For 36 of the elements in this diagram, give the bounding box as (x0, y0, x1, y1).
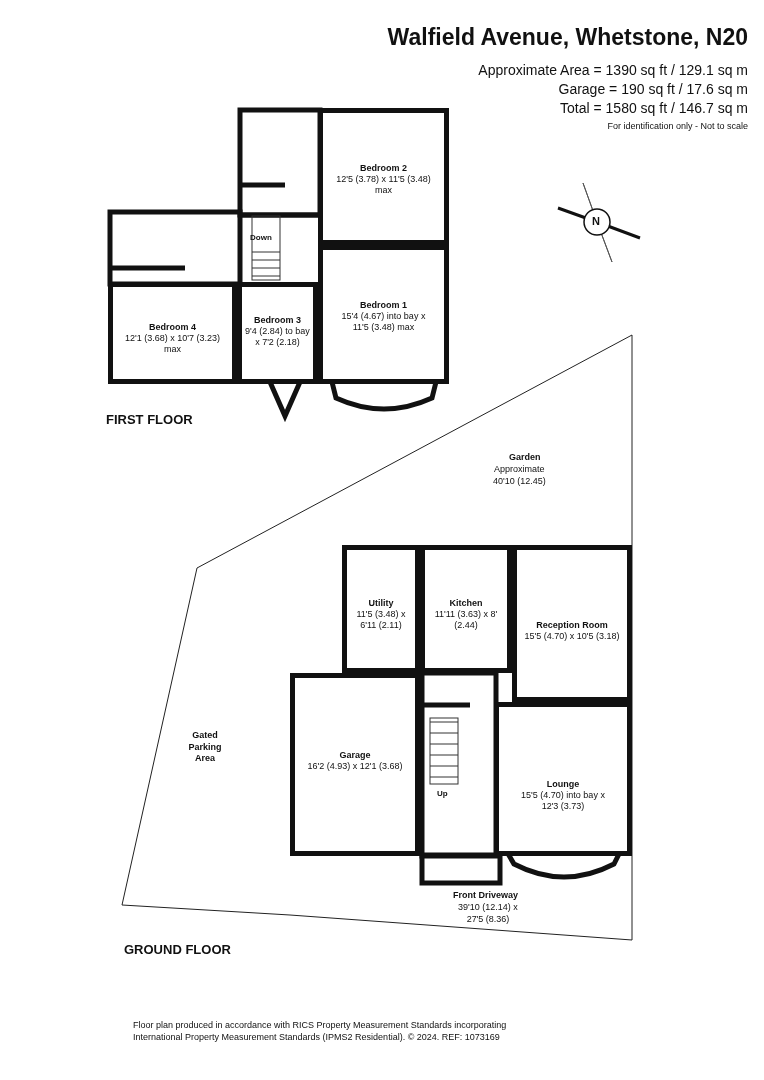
room-name: Bedroom 3 (254, 315, 301, 326)
stair-label: Up (437, 789, 448, 798)
area-note: Approximate (494, 464, 545, 474)
stair-label: Down (250, 233, 272, 242)
room-dimensions: 11'11 (3.63) x 8' (2.44) (433, 609, 499, 631)
floor-title: FIRST FLOOR (106, 412, 193, 427)
room-name: Lounge (546, 779, 580, 790)
room-dimensions: 15'4 (4.67) into bay x 11'5 (3.48) max (340, 311, 427, 333)
area-name: Gated Parking Area (187, 730, 223, 766)
floor-title: GROUND FLOOR (124, 942, 231, 957)
room-name: Bedroom 2 (360, 163, 407, 174)
title: Walfield Avenue, Whetstone, N20 (387, 24, 748, 51)
room-outline (318, 108, 449, 245)
room-dimensions: 15'5 (4.70) into bay x 12'3 (3.73) (520, 790, 606, 812)
area-name: Garden (509, 452, 541, 462)
room-dimensions: 11'5 (3.48) x 6'11 (2.11) (355, 609, 407, 631)
area-dimensions: 40'10 (12.45) (493, 476, 546, 486)
area-note: Approximate Area = 1390 sq ft / 129.1 sq m (478, 62, 748, 78)
room-dimensions: 15'5 (4.70) x 10'5 (3.18) (523, 631, 621, 642)
room-dimensions: 16'2 (4.93) x 12'1 (3.68) (306, 761, 404, 772)
room-dimensions: 9'4 (2.84) to bay x 7'2 (2.18) (244, 326, 311, 348)
room-dimensions: 12'1 (3.68) x 10'7 (3.23) max (124, 333, 221, 355)
room-dimensions: 12'5 (3.78) x 11'5 (3.48) max (335, 174, 432, 196)
room-name: Bedroom 1 (360, 300, 407, 311)
north-label: N (592, 215, 600, 227)
footer-note: Floor plan produced in accordance with RICS Property Measurement Standards incorporating International Property Measurement Standards (IPMS2 Residential). © 2024. REF: 1073169 (133, 1020, 508, 1044)
area-note: Total = 1580 sq ft / 146.7 sq m (560, 100, 748, 116)
area-name: Front Driveway (453, 890, 519, 900)
room-name: Garage (339, 750, 371, 761)
room-name: Bedroom 4 (149, 322, 196, 333)
room-name: Reception Room (536, 620, 608, 631)
room-name: Utility (368, 598, 394, 609)
room-name: Kitchen (449, 598, 483, 609)
scale-note: For identification only - Not to scale (607, 121, 748, 131)
area-dimensions: 39'10 (12.14) x 27'5 (8.36) (457, 902, 519, 926)
area-note: Garage = 190 sq ft / 17.6 sq m (558, 81, 748, 97)
